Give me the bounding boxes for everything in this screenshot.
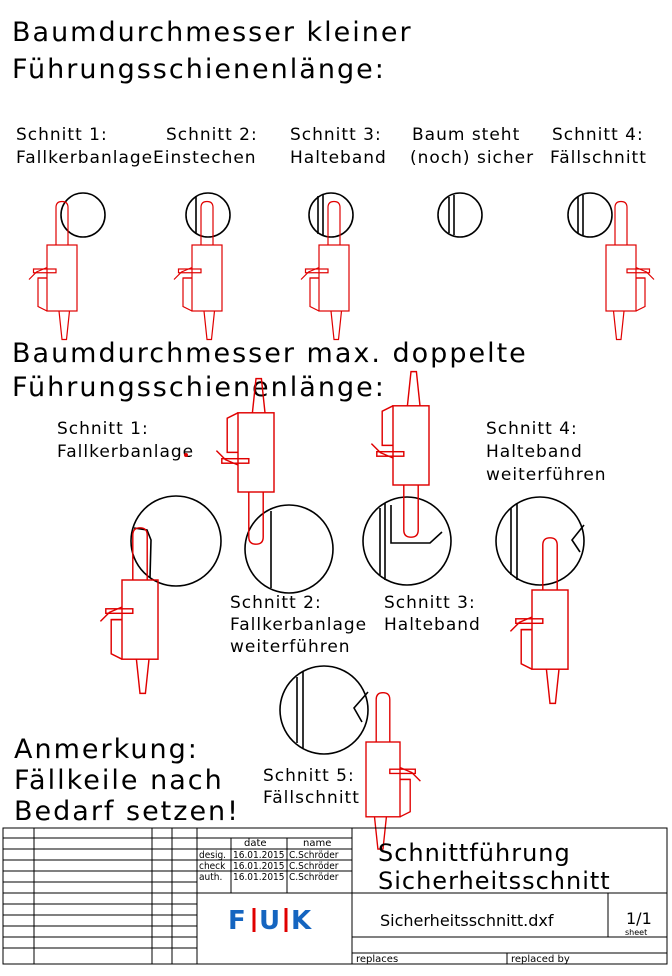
small-stand-diagram — [437, 192, 483, 238]
small-step3-desc: Halteband — [290, 148, 387, 168]
tree-trunk-circle — [279, 665, 369, 755]
small-step4-title: Schnitt 4: — [552, 125, 644, 145]
note-line3: Bedarf setzen! — [14, 796, 240, 827]
tree-trunk-circle — [362, 496, 452, 586]
large-cut2-title: Schnitt 2: — [230, 593, 322, 613]
large-cut3-desc: Halteband — [384, 615, 481, 635]
small-step-stand-desc: (noch) sicher — [410, 148, 534, 168]
logo-letter-f: F — [228, 906, 246, 936]
small-cut1-diagram — [28, 192, 106, 341]
small-step4-desc: Fällschnitt — [550, 148, 647, 168]
large-cut1-desc: Fallkerbanlage — [57, 442, 194, 462]
large-cut1-diagram — [99, 453, 222, 695]
title-block — [2, 827, 668, 965]
small-step1-desc: Fallkerbanlage — [16, 148, 153, 168]
tb-header-date: date — [244, 838, 267, 849]
large-cut4-desc: Halteband — [486, 442, 583, 462]
small-step2-title: Schnitt 2: — [166, 125, 258, 145]
large-cut4-title: Schnitt 4: — [486, 419, 578, 439]
tb-row2-date: 16.01.2015 — [233, 861, 285, 872]
tb-row1-role: desig. — [199, 850, 226, 861]
chainsaw-icon — [173, 200, 223, 341]
large-cut3-title: Schnitt 3: — [384, 593, 476, 613]
tb-row1-name: C.Schröder — [289, 850, 339, 861]
tree-trunk-circle — [130, 495, 222, 587]
drawing-title-line2: Sicherheitsschnitt — [378, 867, 611, 895]
replaced-by-label: replaced by — [511, 954, 570, 965]
large-cut5-diagram — [279, 665, 420, 849]
tree-trunk-circle — [60, 192, 106, 238]
tree-trunk-circle — [437, 192, 483, 238]
fuk-logo: F U K — [228, 906, 312, 936]
sheet-number: 1/1 — [626, 909, 652, 928]
tb-row3-role: auth. — [199, 872, 222, 883]
large-cut3-diagram — [362, 370, 452, 586]
chainsaw-icon — [300, 200, 350, 341]
tree-trunk-circle — [244, 504, 334, 594]
tb-row2-role: check — [199, 861, 226, 872]
tree-trunk-circle — [185, 192, 231, 238]
tree-trunk-circle — [495, 496, 585, 586]
drawing-title-line1: Schnittführung — [378, 839, 571, 867]
large-cut4-diagram — [495, 496, 585, 705]
large-cut2-desc2: weiterführen — [230, 637, 351, 657]
chainsaw-icon — [509, 537, 569, 705]
tb-header-name: name — [303, 838, 331, 849]
drawing-filename: Sicherheitsschnitt.dxf — [380, 911, 554, 930]
heading-small-tree-line2: Führungsschienenlänge: — [12, 54, 386, 85]
large-cut5-title: Schnitt 5: — [263, 766, 355, 786]
chainsaw-icon — [99, 527, 159, 695]
small-cut4-diagram — [567, 192, 654, 340]
chainsaw-icon — [28, 200, 78, 341]
small-step3-title: Schnitt 3: — [290, 125, 382, 145]
large-cut5-desc: Fällschnitt — [263, 788, 360, 808]
large-cut4-desc2: weiterführen — [486, 465, 607, 485]
tb-row3-name: C.Schröder — [289, 872, 339, 883]
small-cut2-diagram — [173, 192, 231, 341]
note-line2: Fällkeile nach — [14, 765, 224, 796]
small-step-stand-title: Baum steht — [412, 125, 520, 145]
tb-row1-date: 16.01.2015 — [233, 850, 285, 861]
large-cut2-desc: Fallkerbanlage — [230, 615, 367, 635]
replaces-label: replaces — [356, 954, 398, 965]
note-line1: Anmerkung: — [14, 734, 199, 765]
small-step2-desc: Einstechen — [153, 148, 257, 168]
heading-large-tree-line1: Baumdurchmesser max. doppelte — [12, 338, 528, 369]
large-cut2-diagram — [215, 377, 334, 594]
heading-large-tree-line2: Führungsschienenlänge: — [12, 372, 386, 403]
heading-small-tree-line1: Baumdurchmesser kleiner — [12, 17, 413, 48]
tree-trunk-circle — [567, 192, 613, 238]
small-step1-title: Schnitt 1: — [16, 125, 108, 145]
chainsaw-icon — [215, 377, 275, 545]
small-cut3-diagram — [300, 192, 354, 341]
tb-row2-name: C.Schröder — [289, 861, 339, 872]
chainsaw-icon — [606, 202, 654, 340]
chainsaw-icon — [366, 693, 420, 849]
sheet-label: sheet — [625, 928, 647, 937]
logo-letter-u: U — [259, 906, 280, 936]
tree-trunk-circle — [308, 192, 354, 238]
logo-letter-k: K — [291, 906, 312, 936]
large-cut1-title: Schnitt 1: — [57, 419, 149, 439]
tb-row3-date: 16.01.2015 — [233, 872, 285, 883]
